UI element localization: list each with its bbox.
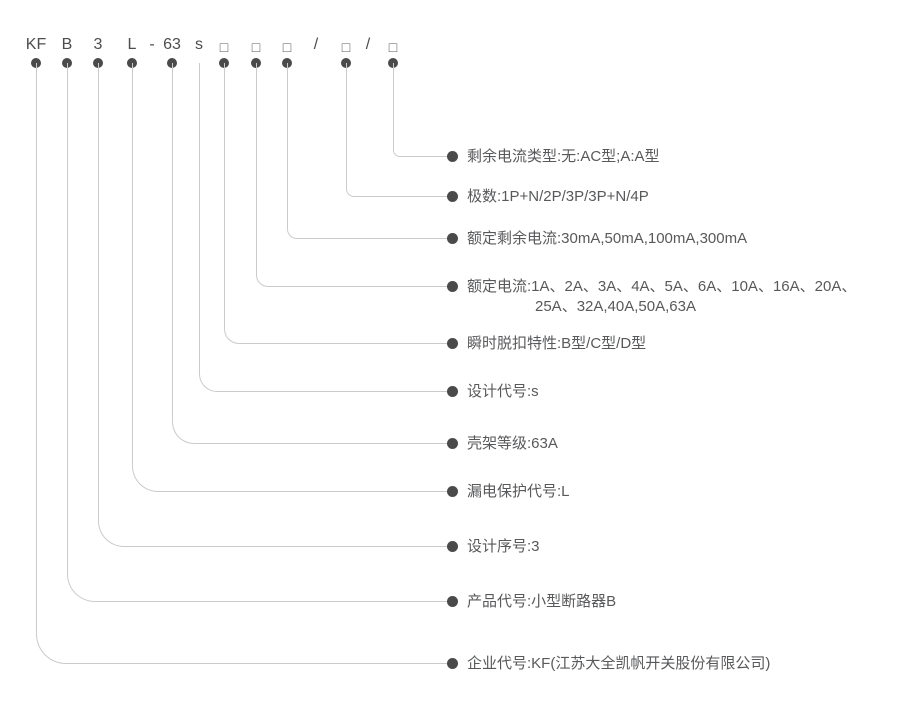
connector-poles (346, 63, 448, 197)
connector-design-code (199, 63, 448, 392)
legend-poles: 极数:1P+N/2P/3P/3P+N/4P (467, 188, 649, 205)
connector-design-serial (98, 63, 448, 547)
code-segment-3: 3 (93, 36, 103, 53)
code-segment-slash-1: / (313, 36, 319, 53)
legend-design-serial: 设计序号:3 (467, 538, 540, 555)
code-segment-box-5: □ (388, 39, 398, 55)
code-segment-box-3: □ (282, 39, 292, 55)
legend-residual-current-type: 剩余电流类型:无:AC型;A:A型 (467, 148, 660, 165)
legend-rated-current-line1: 额定电流:1A、2A、3A、4A、5A、6A、10A、16A、20A、 (467, 278, 857, 295)
code-segment-kf: KF (25, 36, 47, 53)
bullet-icon (447, 386, 458, 397)
bullet-icon (447, 191, 458, 202)
bullet-icon (447, 151, 458, 162)
bullet-icon (447, 438, 458, 449)
bullet-icon (447, 338, 458, 349)
code-segment-s: s (195, 36, 203, 53)
bullet-icon (447, 596, 458, 607)
connector-frame-rating (172, 63, 448, 444)
legend-design-code: 设计代号:s (467, 383, 539, 400)
code-segment-box-2: □ (251, 39, 261, 55)
bullet-icon (447, 658, 458, 669)
bullet-icon (447, 233, 458, 244)
code-segment-box-4: □ (341, 39, 351, 55)
connector-product-code (67, 63, 448, 602)
connector-leakage-protection-code (132, 63, 448, 492)
code-segment-box-1: □ (219, 39, 229, 55)
connector-residual-current-type (393, 63, 448, 157)
legend-product-code: 产品代号:小型断路器B (467, 593, 617, 610)
legend-rated-current: 额定电流:1A、2A、3A、4A、5A、6A、10A、16A、20A、 25A、… (467, 277, 856, 317)
bullet-icon (447, 281, 458, 292)
legend-frame-rating: 壳架等级:63A (467, 435, 558, 452)
connector-trip-characteristic (224, 63, 448, 344)
code-segment-63: 63 (163, 36, 181, 53)
code-segment-b: B (61, 36, 73, 53)
connector-rated-residual-current (287, 63, 448, 239)
code-segment-l: L (127, 36, 137, 53)
legend-trip-characteristic: 瞬时脱扣特性:B型/C型/D型 (467, 335, 647, 352)
legend-company-code: 企业代号:KF(江苏大全凯帆开关股份有限公司) (467, 655, 771, 672)
legend-leakage-protection-code: 漏电保护代号:L (467, 483, 570, 500)
legend-rated-residual-current: 额定剩余电流:30mA,50mA,100mA,300mA (467, 230, 748, 247)
connector-rated-current (256, 63, 448, 287)
bullet-icon (447, 486, 458, 497)
legend-rated-current-line2: 25A、32A,40A,50A,63A (535, 298, 696, 315)
connector-company-code (36, 63, 448, 664)
bullet-icon (447, 541, 458, 552)
code-segment-dash: - (149, 36, 155, 53)
code-segment-slash-2: / (365, 36, 371, 53)
